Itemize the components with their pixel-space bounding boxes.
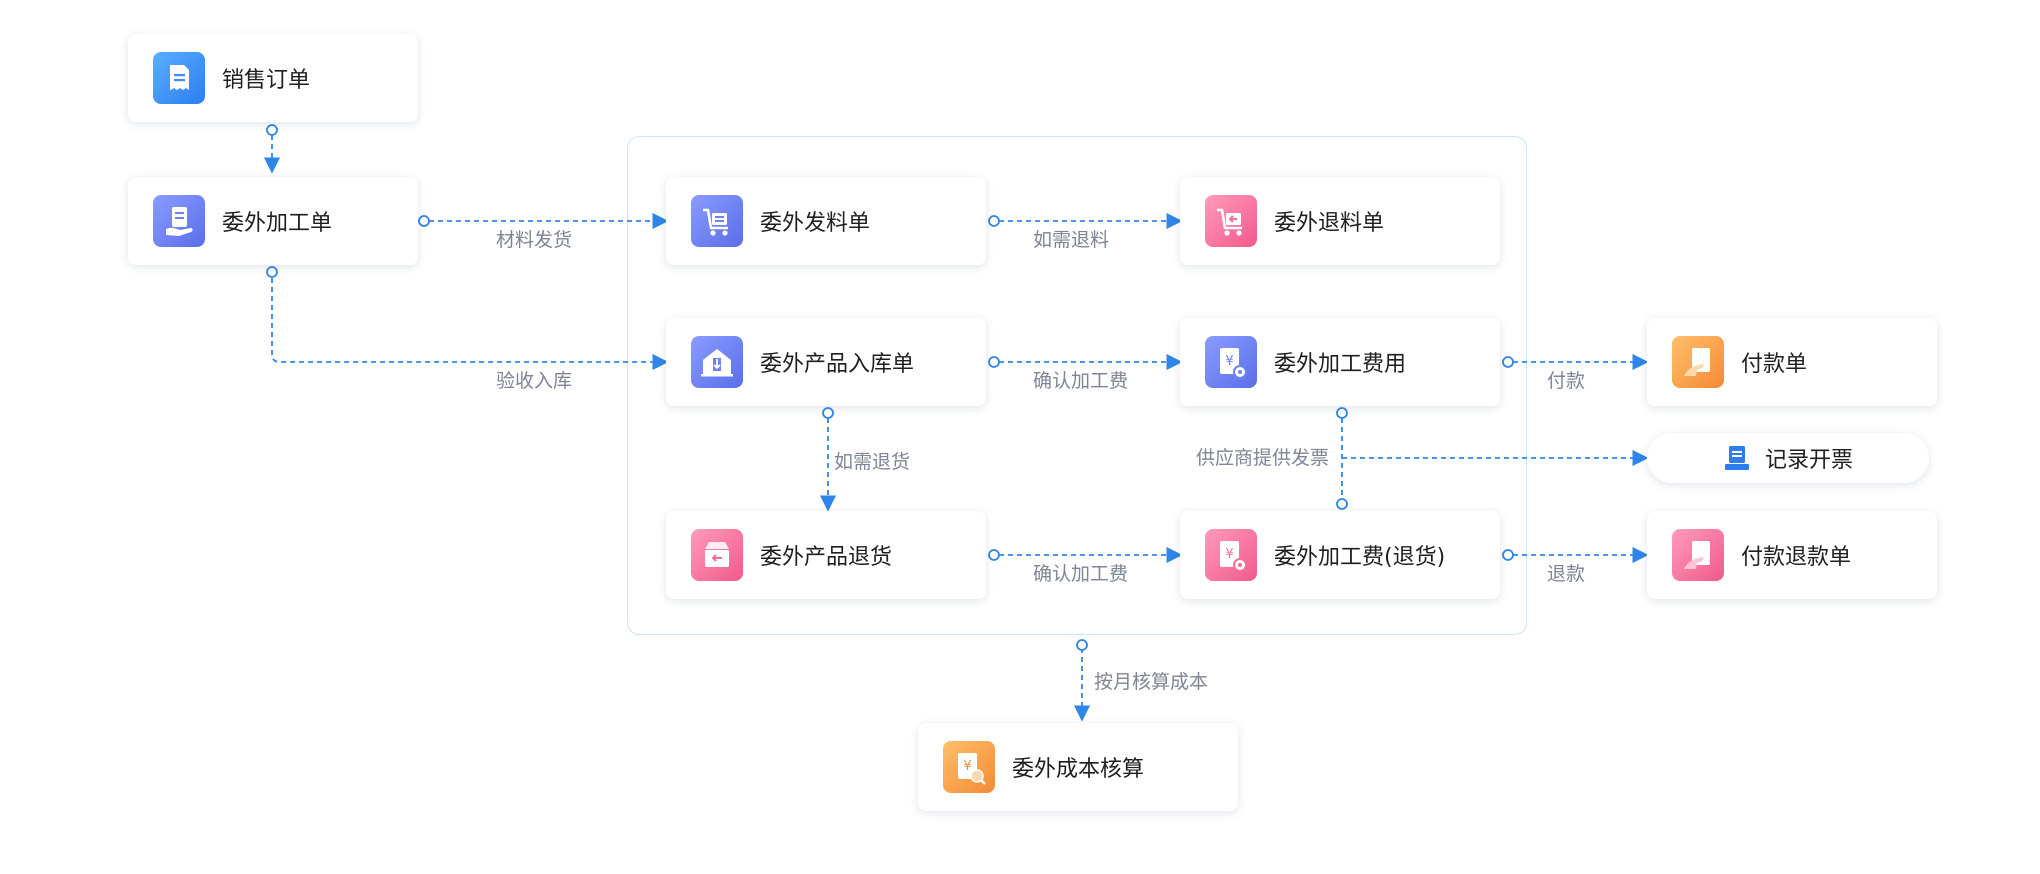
edge-label-pay: 付款 <box>1547 370 1586 392</box>
node-processing-fee-return[interactable]: ¥ 委外加工费(退货) <box>1180 511 1500 599</box>
yen-gear-return-icon: ¥ <box>1205 529 1257 581</box>
cart-return-icon <box>1205 195 1257 247</box>
node-label: 付款退款单 <box>1741 545 1852 570</box>
node-label: 委外产品入库单 <box>760 352 915 377</box>
node-label: 委外产品退货 <box>760 545 893 570</box>
svg-text:¥: ¥ <box>963 759 971 774</box>
node-outsourcing-order[interactable]: 委外加工单 <box>128 177 418 265</box>
node-processing-fee[interactable]: ¥ 委外加工费用 <box>1180 318 1500 406</box>
edge-label-supplier-invoice: 供应商提供发票 <box>1196 447 1330 469</box>
port-receipt-right <box>988 356 1000 368</box>
svg-text:¥: ¥ <box>1225 354 1233 369</box>
edge-label-return-if-needed-goods: 如需退货 <box>834 451 911 473</box>
yen-gear-icon: ¥ <box>1205 336 1257 388</box>
node-payment[interactable]: 付款单 <box>1647 318 1937 406</box>
document-icon <box>153 52 205 104</box>
node-material-return[interactable]: 委外退料单 <box>1180 177 1500 265</box>
refund-hand-icon <box>1672 529 1724 581</box>
node-cost-accounting[interactable]: ¥ 委外成本核算 <box>918 723 1238 811</box>
warehouse-in-icon <box>691 336 743 388</box>
port-fee-return-top <box>1336 498 1348 510</box>
port-outsourcing-right <box>418 215 430 227</box>
node-product-receipt[interactable]: 委外产品入库单 <box>666 318 986 406</box>
node-label: 销售订单 <box>222 68 311 93</box>
port-receipt-bottom <box>822 407 834 419</box>
outsourcing-process-group <box>627 136 1527 635</box>
invoice-printer-icon <box>1723 444 1751 472</box>
edge-label-confirm-fee-top: 确认加工费 <box>1033 370 1129 392</box>
yen-search-icon: ¥ <box>943 741 995 793</box>
node-sales-order[interactable]: 销售订单 <box>128 34 418 122</box>
edge-label-return-if-needed-material: 如需退料 <box>1033 229 1110 251</box>
hand-document-icon <box>153 195 205 247</box>
edge-label-material-dispatch: 材料发货 <box>496 229 573 251</box>
node-record-invoice[interactable]: 记录开票 <box>1647 433 1929 483</box>
port-fee-right <box>1502 356 1514 368</box>
edge-label-monthly-cost: 按月核算成本 <box>1094 671 1209 693</box>
node-label: 委外成本核算 <box>1012 757 1145 782</box>
port-fee-return-right <box>1502 549 1514 561</box>
node-label: 记录开票 <box>1764 448 1853 473</box>
node-label: 委外加工单 <box>222 211 333 236</box>
svg-text:¥: ¥ <box>1225 547 1233 562</box>
edge-label-inspection-receipt: 验收入库 <box>496 370 573 392</box>
connector-outsourcing-to-product-receipt <box>271 278 669 371</box>
node-product-return[interactable]: 委外产品退货 <box>666 511 986 599</box>
node-label: 委外加工费用 <box>1274 352 1407 377</box>
edge-label-refund: 退款 <box>1547 563 1586 585</box>
node-label: 付款单 <box>1741 352 1808 377</box>
port-group-bottom <box>1076 639 1088 651</box>
node-label: 委外加工费(退货) <box>1274 545 1446 570</box>
edge-label-confirm-fee-bottom: 确认加工费 <box>1033 563 1129 585</box>
box-return-icon <box>691 529 743 581</box>
port-fee-bottom <box>1336 407 1348 419</box>
node-label: 委外发料单 <box>760 211 871 236</box>
port-product-return-right <box>988 549 1000 561</box>
node-material-issue[interactable]: 委外发料单 <box>666 177 986 265</box>
port-sales-out <box>266 124 278 136</box>
payment-hand-icon <box>1672 336 1724 388</box>
cart-icon <box>691 195 743 247</box>
node-label: 委外退料单 <box>1274 211 1385 236</box>
node-payment-refund[interactable]: 付款退款单 <box>1647 511 1937 599</box>
port-outsourcing-bottom <box>266 266 278 278</box>
port-material-issue-right <box>988 215 1000 227</box>
